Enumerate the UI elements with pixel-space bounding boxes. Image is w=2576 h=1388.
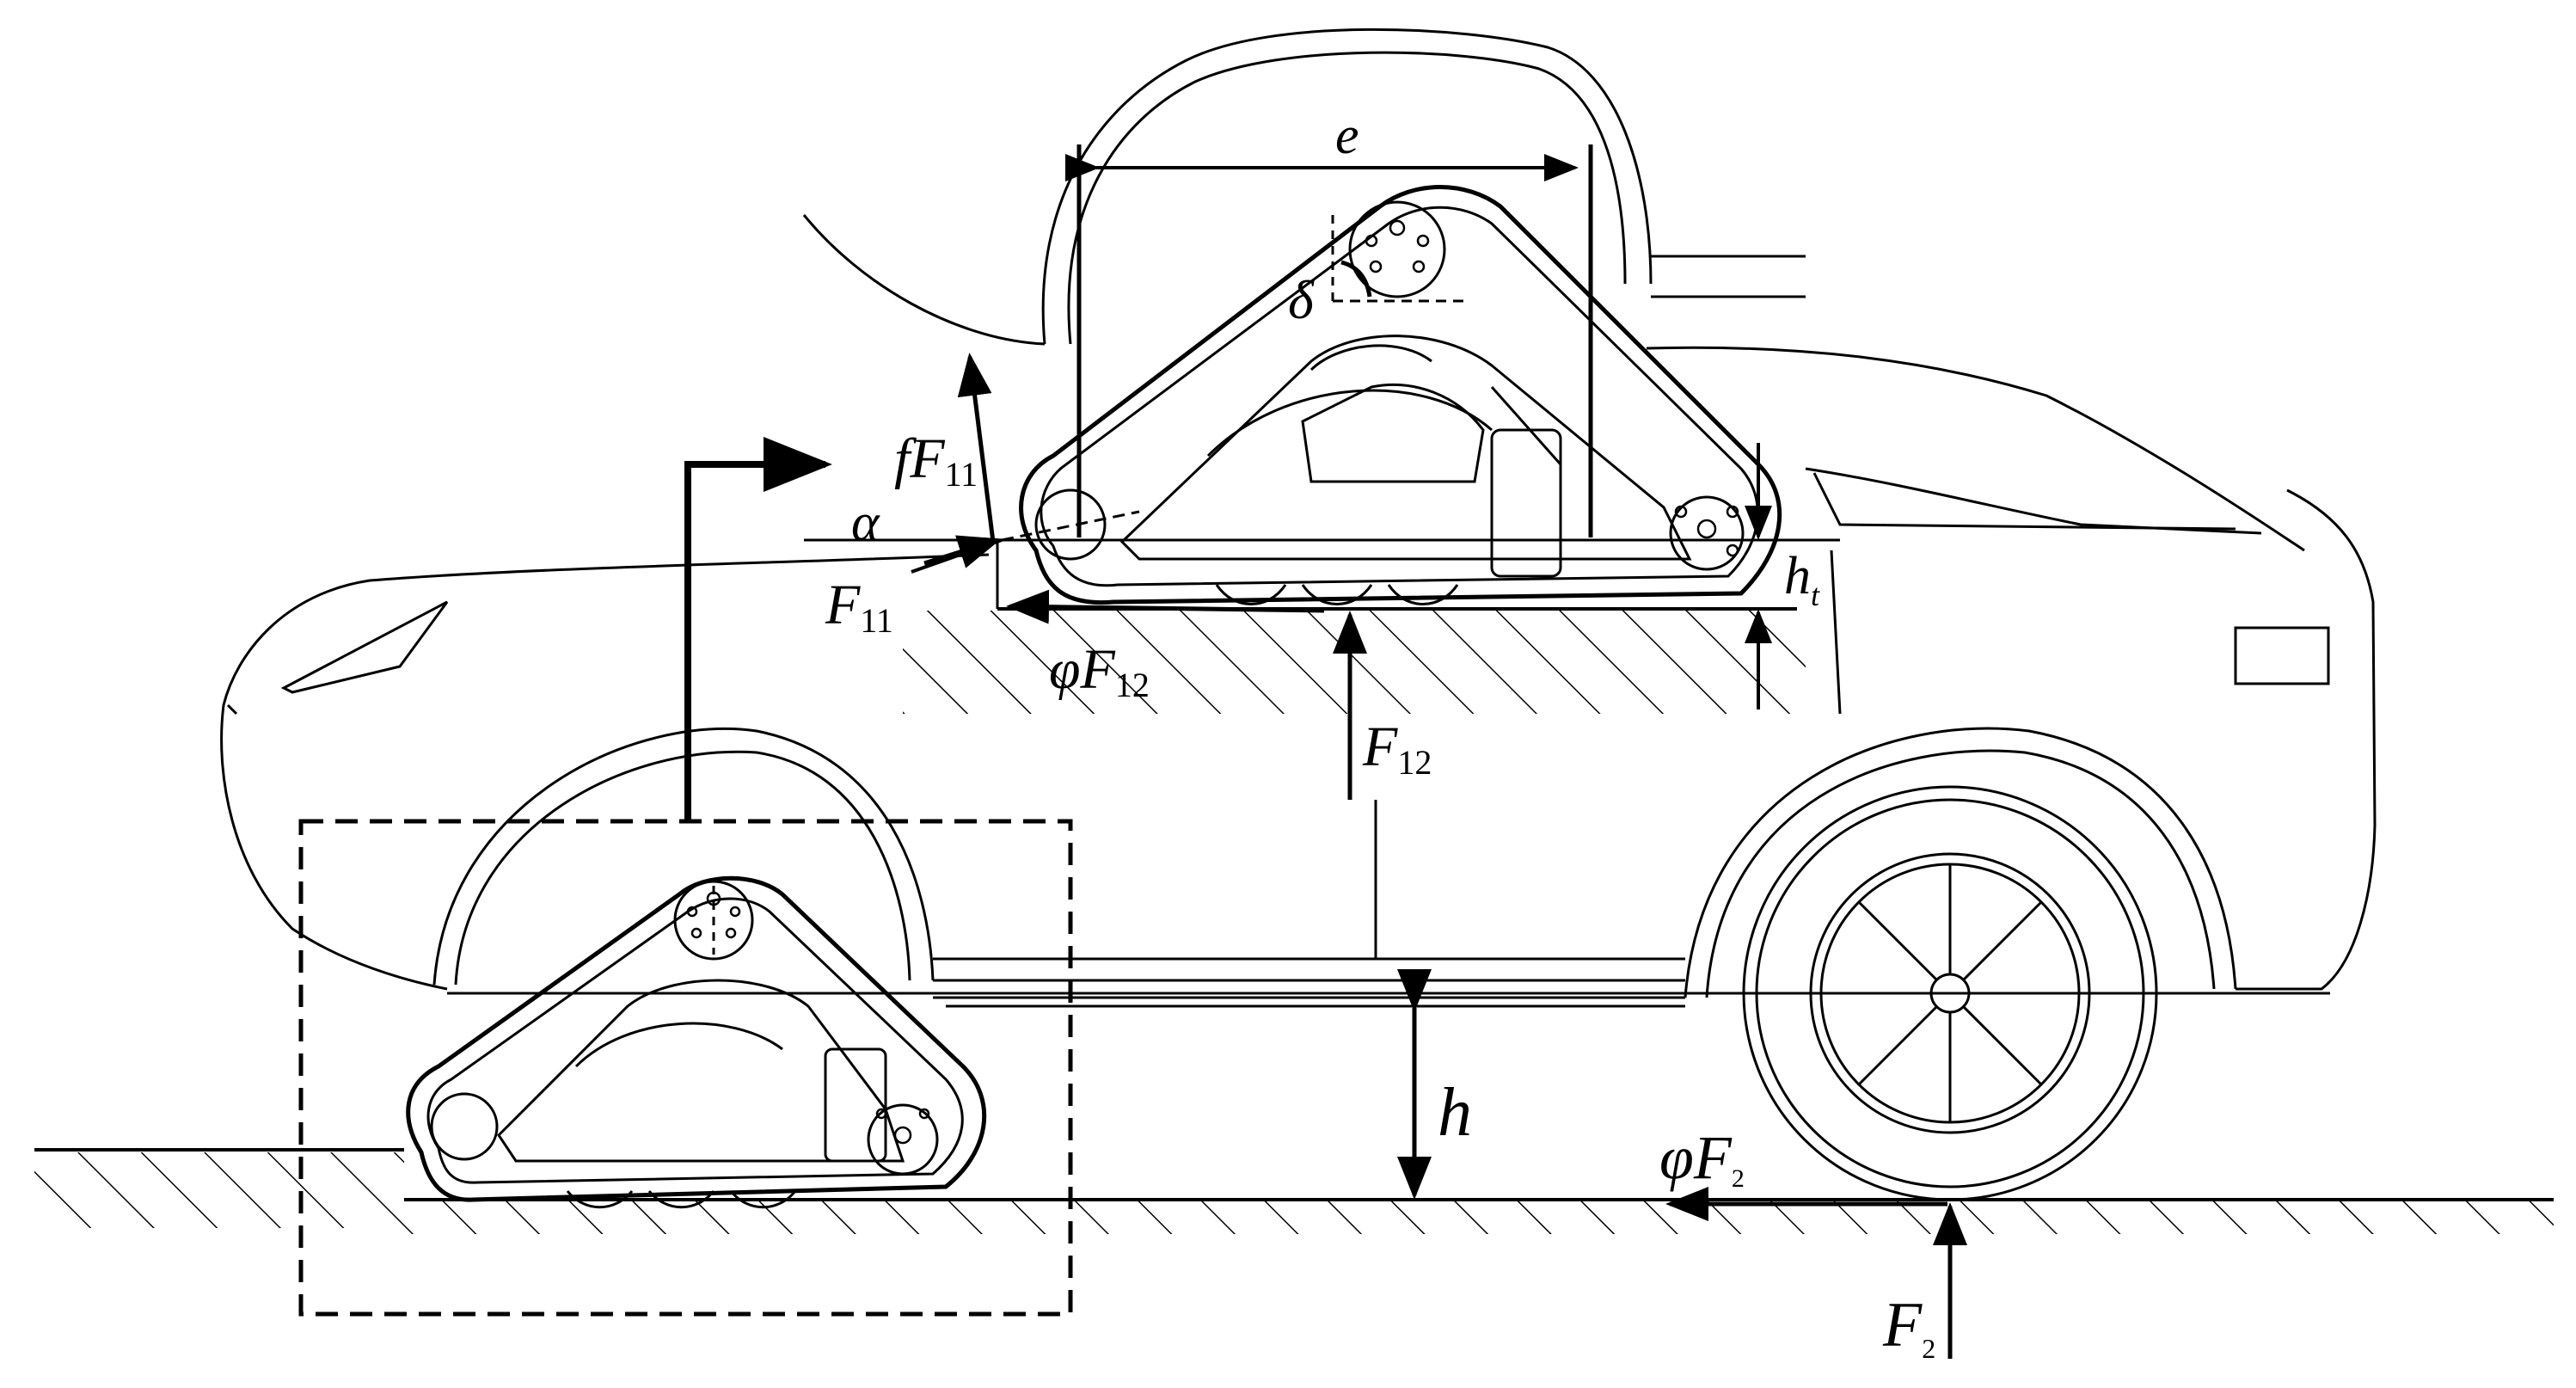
label-alpha: α [851, 494, 880, 552]
arrow-phiF12 [1006, 589, 1325, 624]
car-body [220, 28, 2377, 1008]
label-F12: F12 [1362, 715, 1432, 782]
front-wheel [1742, 785, 2158, 1201]
label-phiF2: φF2 [1659, 1123, 1745, 1193]
angle-delta [1331, 215, 1466, 303]
step-obstacle [804, 538, 1840, 714]
label-F2: F2 [1882, 1290, 1935, 1364]
label-e: e [1335, 107, 1359, 165]
label-h: h [1438, 1075, 1472, 1151]
track-unit-lower [406, 875, 987, 1209]
label-ht: ht [1784, 547, 1820, 612]
transition-arrow [684, 437, 832, 821]
label-delta: δ [1288, 269, 1315, 330]
force-arrows [923, 353, 1967, 1359]
label-F11: F11 [825, 574, 893, 640]
label-phiF12: φF12 [1049, 638, 1150, 704]
track-unit-upper [1019, 185, 1782, 605]
arrow-fF11 [957, 353, 996, 543]
arrow-F11 [923, 535, 1002, 568]
dimension-e [1065, 144, 1593, 537]
label-fF11: fF11 [894, 427, 978, 494]
ground [34, 1148, 2554, 1234]
